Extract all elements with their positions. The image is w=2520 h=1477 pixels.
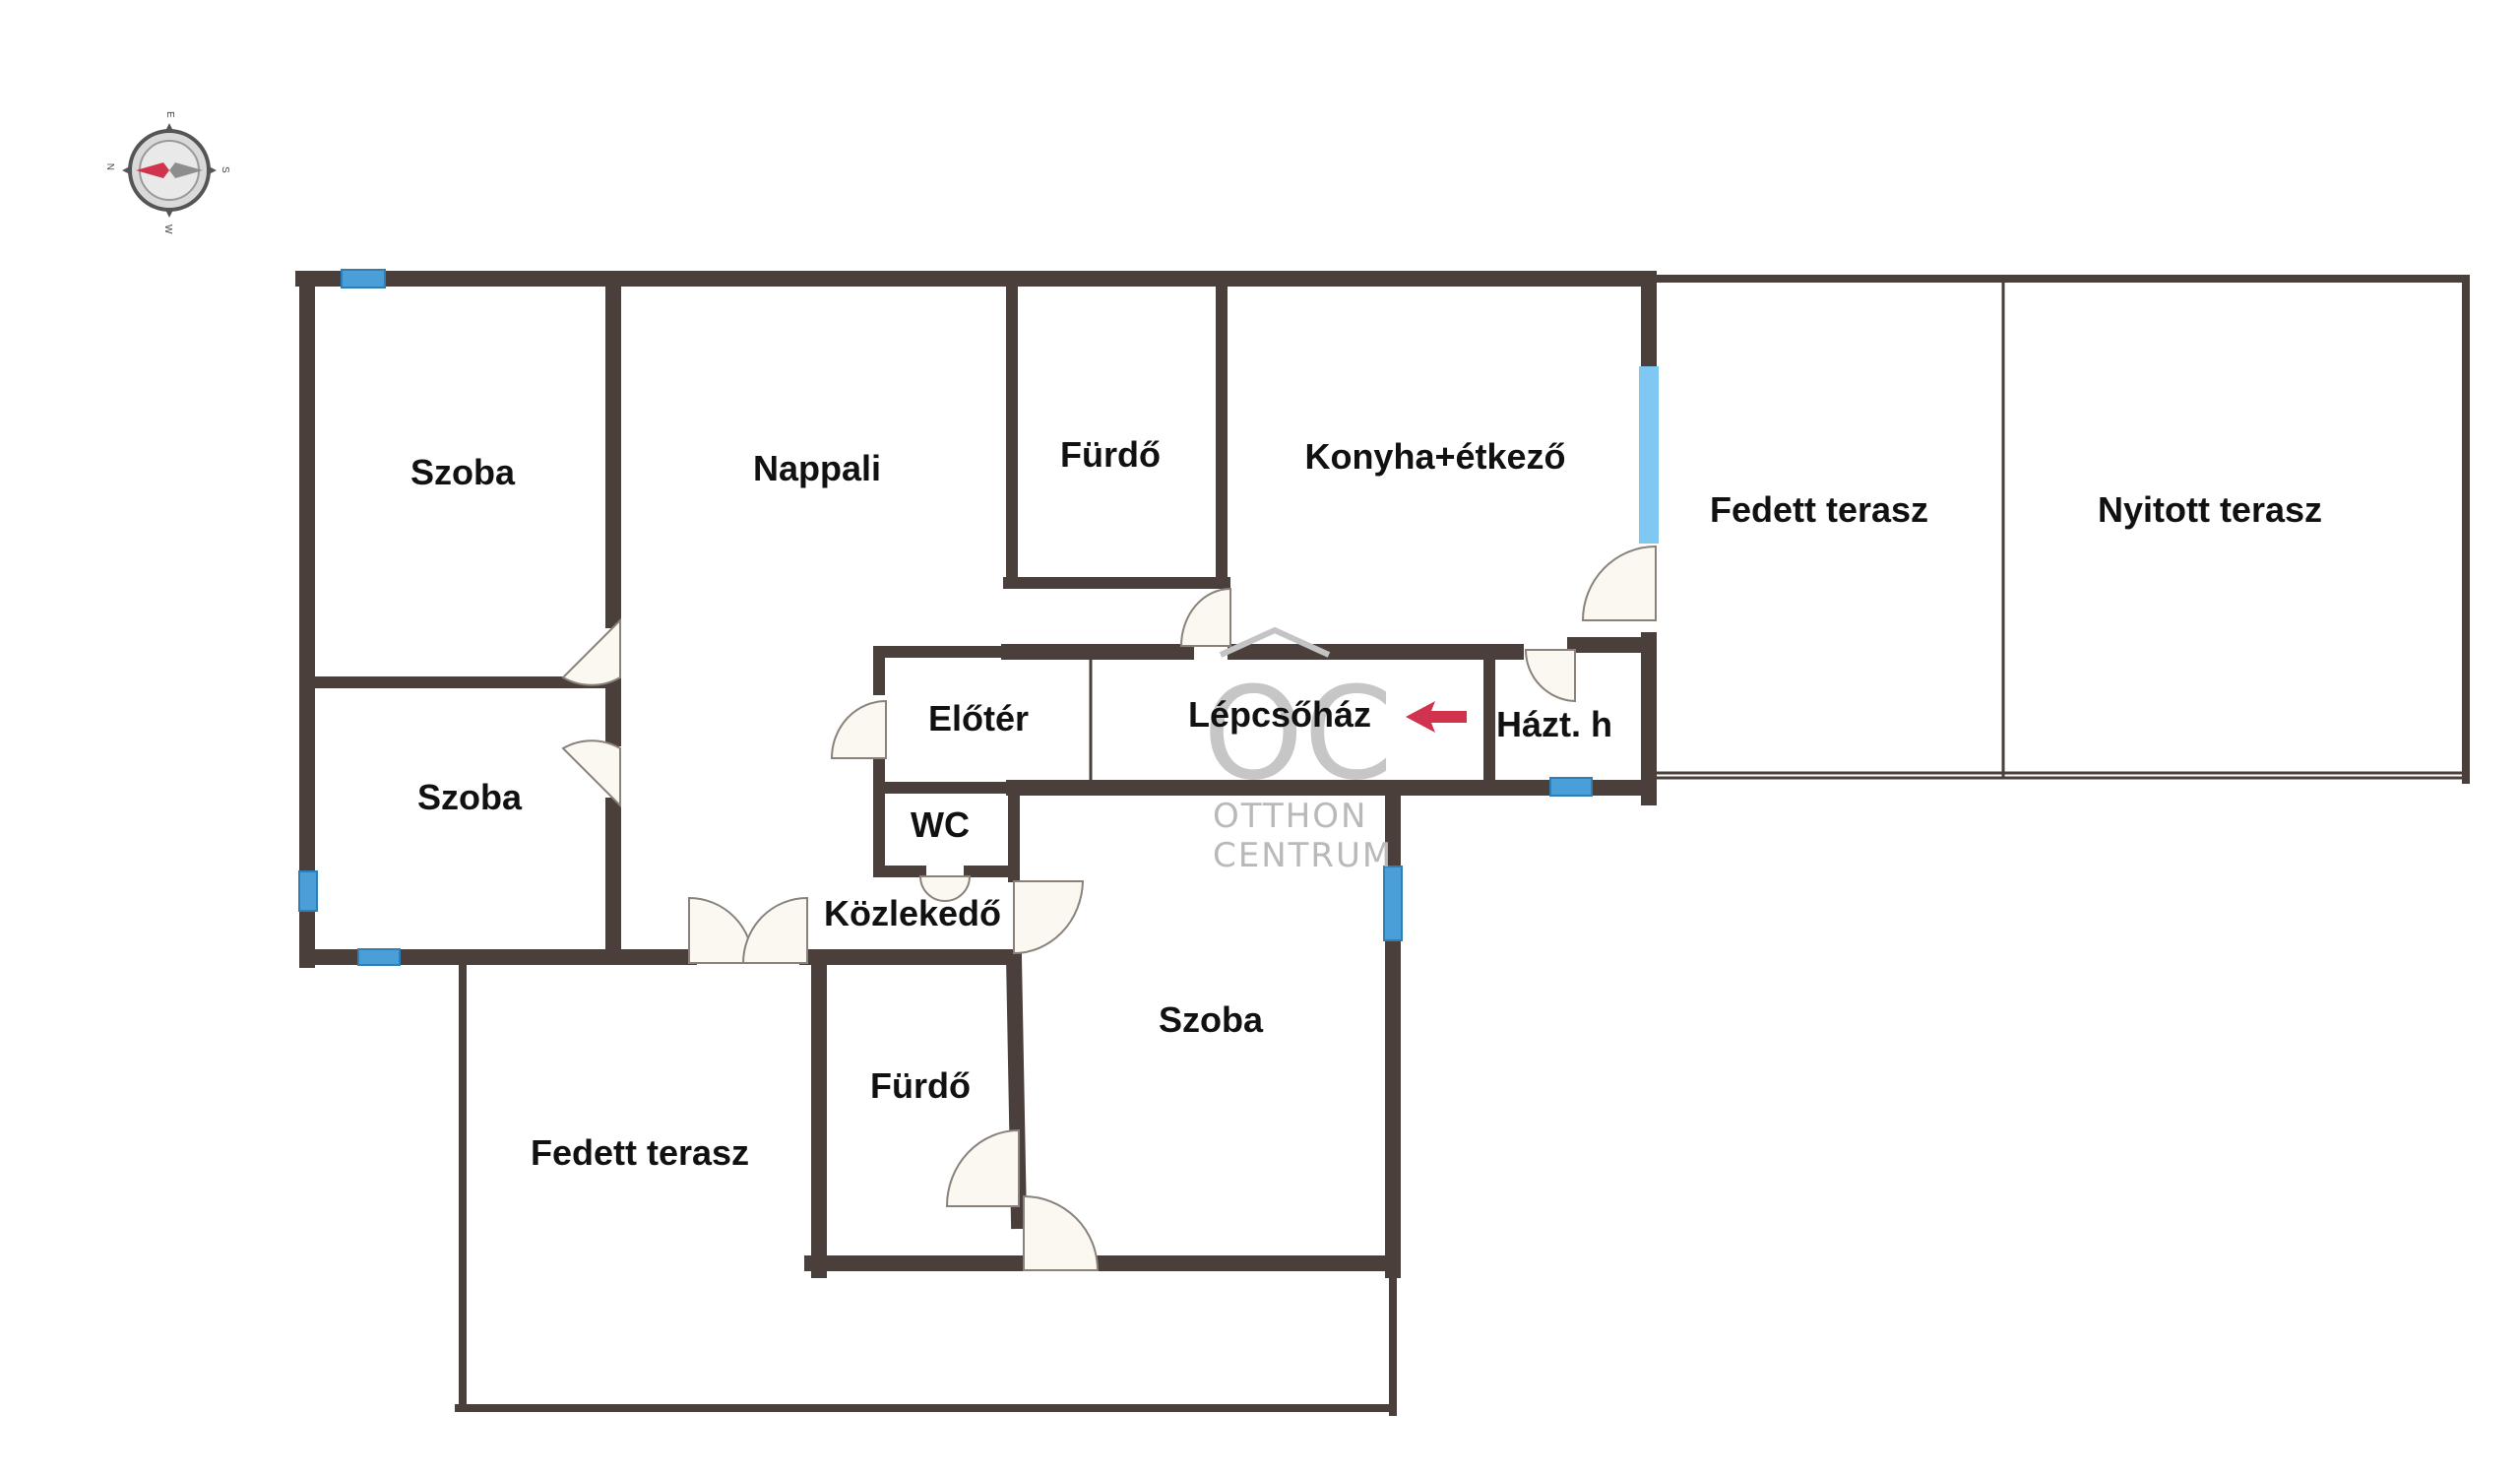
room-label-furdo-top: Fürdő [1060, 434, 1161, 475]
doors [561, 545, 1657, 1271]
room-label-konyha: Konyha+étkező [1304, 436, 1565, 477]
compass-letter-west: W [162, 225, 173, 234]
watermark: OC OTTHON CENTRUM [1203, 626, 1393, 875]
room-label-kozlekedo: Közlekedő [824, 893, 1001, 933]
compass-letter-east: E [164, 111, 175, 118]
room-labels: Szoba Szoba Nappali Fürdő Konyha+étkező … [410, 434, 2322, 1173]
watermark-line1: OTTHON [1213, 797, 1367, 836]
room-label-nappali: Nappali [753, 448, 881, 488]
room-label-hazt-h: Házt. h [1496, 704, 1612, 744]
watermark-line2: CENTRUM [1213, 836, 1393, 875]
windows [298, 269, 1659, 966]
watermark-logo: OC [1203, 659, 1393, 808]
room-label-szoba-s: Szoba [1159, 999, 1264, 1040]
compass-letter-south: S [220, 166, 230, 173]
room-label-eloter: Előtér [928, 698, 1029, 738]
left-arrow-icon [1406, 701, 1467, 733]
room-label-wc: WC [911, 804, 970, 845]
room-label-fedett-terasz-south: Fedett terasz [531, 1132, 749, 1173]
compass-letter-north: N [106, 163, 117, 170]
room-label-nyitott-terasz: Nyitott terasz [2098, 489, 2322, 530]
room-label-szoba-w: Szoba [417, 777, 523, 817]
room-label-lepcsohaz: Lépcsőház [1188, 694, 1371, 735]
room-label-furdo-bottom: Fürdő [870, 1065, 971, 1106]
room-label-fedett-terasz-east: Fedett terasz [1710, 489, 1928, 530]
compass-icon: N E S W [106, 111, 230, 234]
room-label-szoba-nw: Szoba [410, 452, 516, 492]
glass-door [1639, 366, 1659, 544]
